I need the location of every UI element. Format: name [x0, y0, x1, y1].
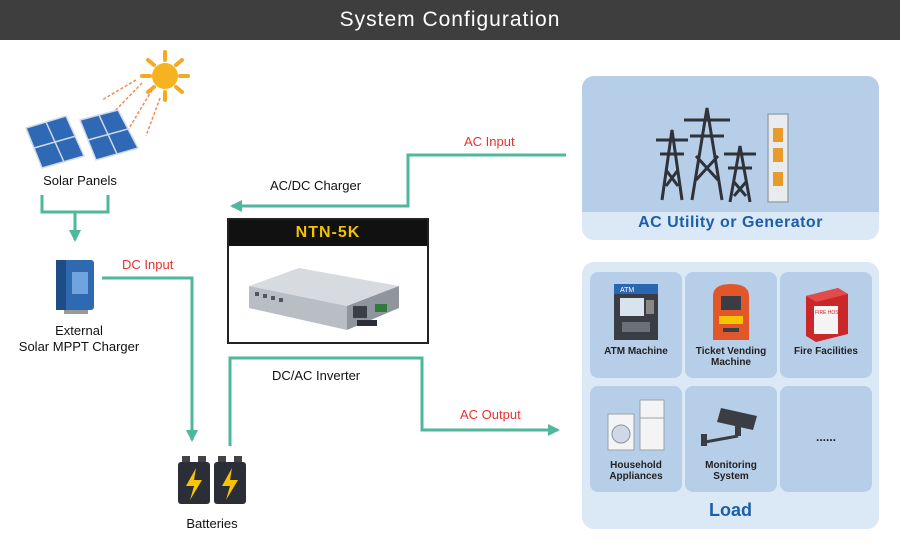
ac-input-arrow [230, 153, 566, 212]
batteries-icon [178, 456, 246, 504]
dcac-inverter-label: DC/AC Inverter [272, 368, 361, 383]
ticket-machine-icon [713, 284, 749, 340]
load-item-more: ...... [780, 386, 872, 492]
solar-panels-label: Solar Panels [43, 173, 117, 188]
utility-image-area [582, 76, 879, 212]
load-item-monitoring: Monitoring System [685, 386, 777, 492]
ac-output-label: AC Output [460, 407, 521, 422]
load-item-atm: ATM ATM Machine [590, 272, 682, 378]
product-name: NTN-5K [229, 220, 427, 246]
load-panel: ATM ATM Machine Ticket Vending Machine F… [582, 262, 879, 529]
camera-icon [701, 408, 757, 446]
ac-output-arrow [228, 356, 560, 446]
power-supply-icon [249, 268, 399, 330]
mppt-label-line2: Solar MPPT Charger [18, 339, 140, 354]
load-item-label: Fire Facilities [782, 346, 870, 357]
mppt-charger-label: External Solar MPPT Charger [4, 323, 154, 355]
monitoring-label-line2: System [713, 471, 749, 482]
load-item-label: ATM Machine [592, 346, 680, 357]
dc-input-label: DC Input [122, 257, 174, 272]
sun-icon [140, 50, 190, 102]
load-item-label: Ticket Vending Machine [687, 346, 775, 368]
fire-box-icon: FIRE HOSE [806, 288, 848, 342]
product-card: NTN-5K [227, 218, 429, 344]
load-label: Load [709, 500, 752, 520]
ticket-label-line1: Ticket Vending [695, 346, 767, 357]
monitoring-label-line1: Monitoring [705, 460, 757, 471]
utility-label: AC Utility or Generator [638, 214, 823, 231]
mppt-charger-icon [56, 260, 94, 314]
ac-input-label: AC Input [464, 134, 515, 149]
dc-input-arrow [102, 276, 198, 442]
solar-panels-icon [24, 109, 140, 169]
household-label-line2: Appliances [609, 471, 663, 482]
household-label-line1: Household [610, 460, 662, 471]
power-towers-icon [656, 107, 789, 203]
atm-icon: ATM [614, 284, 658, 340]
fire-box-sign: FIRE HOSE [815, 310, 843, 316]
load-item-label: Household Appliances [592, 460, 680, 482]
diagram-title: System Configuration [0, 0, 900, 40]
ac-utility-panel: AC Utility or Generator [582, 76, 879, 240]
batteries-label: Batteries [186, 516, 238, 531]
fire-label: Fire Facilities [794, 346, 858, 357]
appliances-icon [607, 399, 665, 451]
load-item-fire: FIRE HOSE Fire Facilities [780, 272, 872, 378]
solar-to-mppt-arrow [40, 195, 110, 240]
atm-sign: ATM [620, 287, 634, 294]
ticket-label-line2: Machine [710, 357, 751, 368]
atm-label: ATM Machine [604, 346, 668, 357]
load-item-ticket: Ticket Vending Machine [685, 272, 777, 378]
mppt-label-line1: External [55, 323, 103, 338]
acdc-charger-label: AC/DC Charger [270, 178, 362, 193]
load-item-household: Household Appliances [590, 386, 682, 492]
sunray-arrows [101, 79, 161, 137]
more-ellipsis: ...... [815, 430, 836, 444]
load-item-label: Monitoring System [687, 460, 775, 482]
